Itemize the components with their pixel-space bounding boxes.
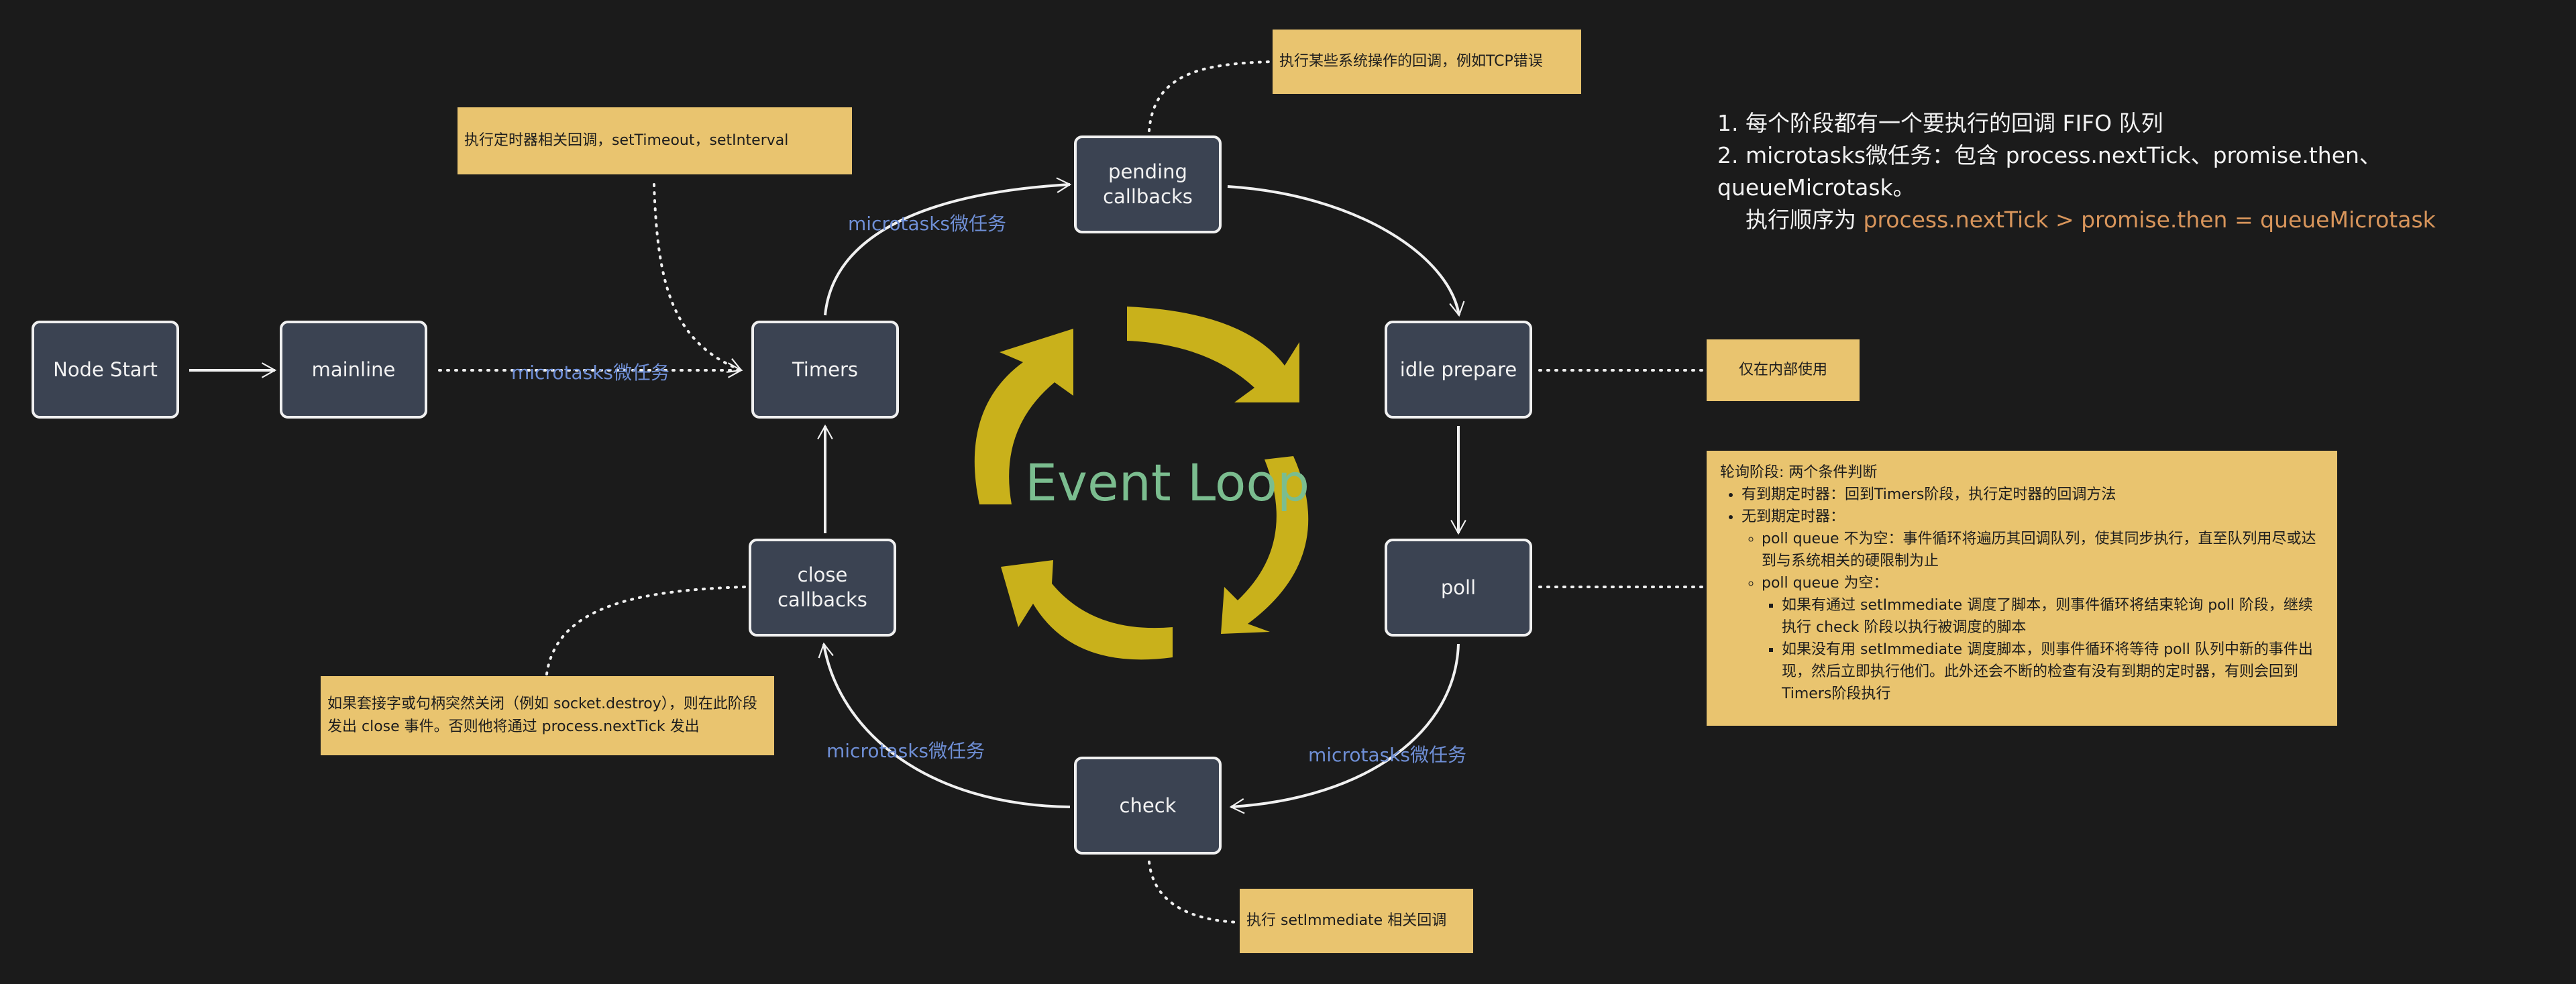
connector-close-note xyxy=(545,586,746,675)
connector-timers-note xyxy=(653,183,743,373)
note-poll-queue-empty: poll queue 为空： 如果有通过 setImmediate 调度了脚本，… xyxy=(1762,572,2324,705)
note-check: 执行 setImmediate 相关回调 xyxy=(1240,889,1473,953)
info-line-2: 2. microtasks微任务：包含 process.nextTick、pro… xyxy=(1717,142,2381,201)
connector-check-note xyxy=(1148,861,1239,924)
node-start: Node Start xyxy=(32,321,179,419)
note-poll-queue-empty-label: poll queue 为空： xyxy=(1762,575,1888,592)
info-line-1: 1. 每个阶段都有一个要执行的回调 FIFO 队列 xyxy=(1717,110,2163,136)
edge-poll-check xyxy=(1229,643,1460,814)
note-timers: 执行定时器相关回调，setTimeout，setInterval xyxy=(458,107,852,174)
note-poll-with-setimmediate: 如果有通过 setImmediate 调度了脚本，则事件循环将结束轮询 poll… xyxy=(1782,594,2324,639)
info-line-3-order: process.nextTick > promise.then = queueM… xyxy=(1863,207,2436,233)
microtask-label-timers: microtasks微任务 xyxy=(848,213,1007,235)
note-poll-queue-not-empty: poll queue 不为空：事件循环将遍历其回调队列，使其同步执行，直至队列用… xyxy=(1762,528,2324,572)
note-poll-no-timer: 无到期定时器： poll queue 不为空：事件循环将遍历其回调队列，使其同步… xyxy=(1741,506,2324,705)
loop-arrow-bottom xyxy=(1001,560,1173,660)
loop-arrow-right xyxy=(1221,456,1309,634)
note-close: 如果套接字或句柄突然关闭（例如 socket.destroy），则在此阶段发出 … xyxy=(321,676,774,755)
note-poll-has-timer: 有到期定时器：回到Timers阶段，执行定时器的回调方法 xyxy=(1741,484,2324,506)
node-timers: Timers xyxy=(751,321,899,419)
node-poll: poll xyxy=(1385,539,1532,637)
note-poll-without-setimmediate: 如果没有用 setImmediate 调度脚本，则事件循环将等待 poll 队列… xyxy=(1782,639,2324,705)
node-pending-callbacks: pending callbacks xyxy=(1074,135,1222,233)
note-poll-no-timer-label: 无到期定时器： xyxy=(1741,508,1845,525)
event-loop-arrows xyxy=(974,307,1309,660)
node-idle-prepare: idle prepare xyxy=(1385,321,1532,419)
edge-timers-pending xyxy=(824,177,1072,316)
event-loop-title: Event Loop xyxy=(1025,453,1310,512)
edge-check-close xyxy=(818,642,1071,808)
node-check: check xyxy=(1074,757,1222,855)
info-line-3-prefix: 执行顺序为 xyxy=(1746,207,1864,233)
node-close-callbacks: close callbacks xyxy=(749,539,896,637)
note-poll-sublist: poll queue 不为空：事件循环将遍历其回调队列，使其同步执行，直至队列用… xyxy=(1741,528,2324,705)
edge-pending-idle xyxy=(1227,185,1465,317)
note-poll-title: 轮询阶段: 两个条件判断 xyxy=(1720,464,1878,481)
loop-arrow-top xyxy=(1127,307,1299,402)
microtask-label-mainline: microtasks微任务 xyxy=(511,362,670,384)
info-line-3: 执行顺序为 process.nextTick > promise.then = … xyxy=(1717,204,2576,236)
note-idle: 仅在内部使用 xyxy=(1707,339,1860,401)
note-poll-list: 有到期定时器：回到Timers阶段，执行定时器的回调方法 无到期定时器： pol… xyxy=(1720,484,2324,705)
connector-pending-note xyxy=(1148,60,1273,132)
note-poll: 轮询阶段: 两个条件判断 有到期定时器：回到Timers阶段，执行定时器的回调方… xyxy=(1707,451,2337,726)
note-pending: 执行某些系统操作的回调，例如TCP错误 xyxy=(1273,30,1581,94)
note-poll-subsublist: 如果有通过 setImmediate 调度了脚本，则事件循环将结束轮询 poll… xyxy=(1762,594,2324,705)
info-text: 1. 每个阶段都有一个要执行的回调 FIFO 队列 2. microtasks微… xyxy=(1717,107,2576,236)
loop-arrow-left xyxy=(974,329,1073,504)
microtask-label-check: microtasks微任务 xyxy=(826,740,985,762)
microtask-label-poll: microtasks微任务 xyxy=(1308,744,1467,766)
node-mainline: mainline xyxy=(280,321,427,419)
